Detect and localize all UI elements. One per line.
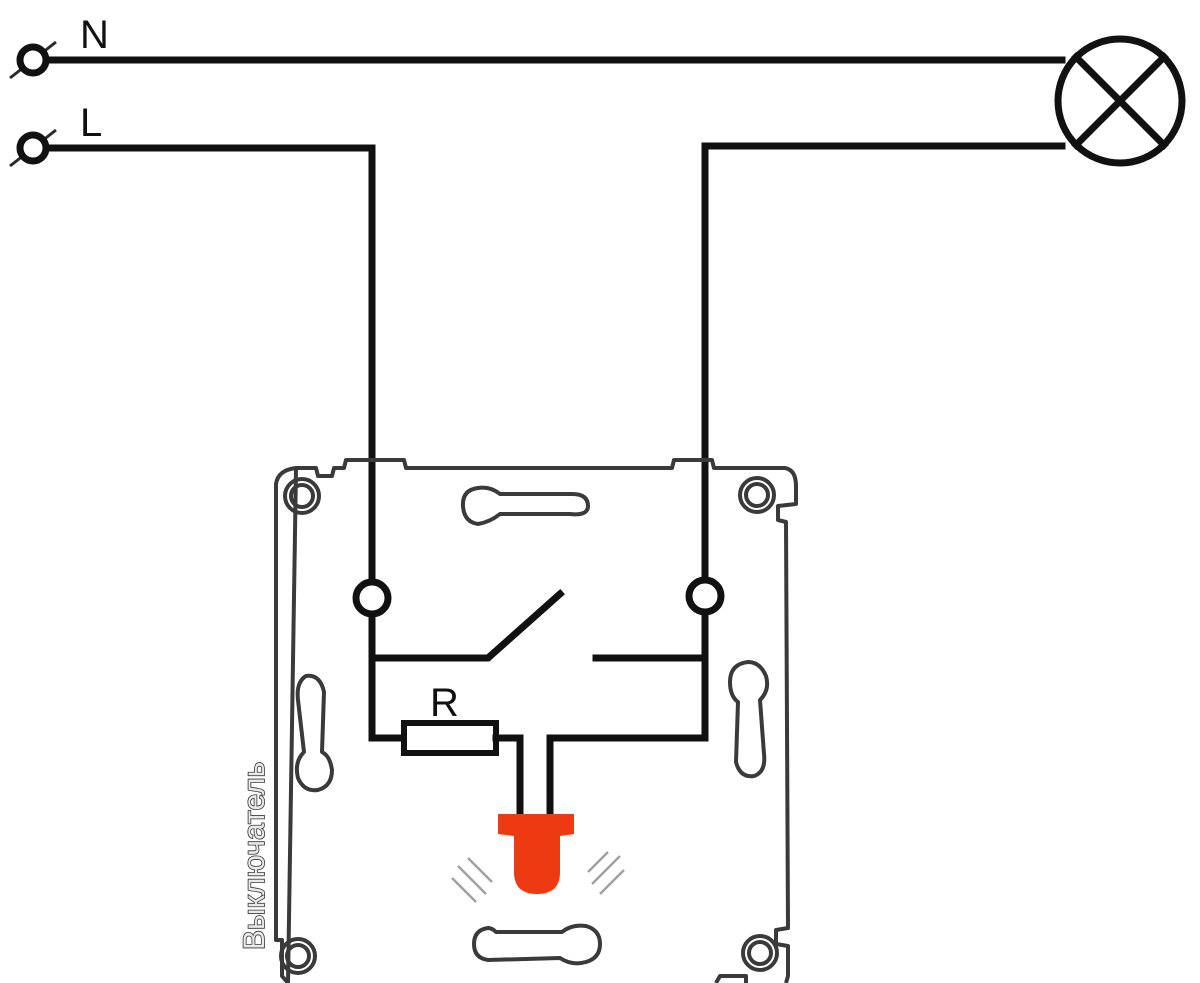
switched-wire [701, 142, 1066, 586]
led-glow-rays [451, 851, 625, 903]
switch-terminal-right [685, 576, 725, 616]
led-indicator-icon [498, 814, 574, 894]
neutral-label: N [80, 13, 109, 57]
line-label: L [80, 101, 102, 145]
resistor-lead-left [368, 654, 408, 742]
led-lead-left [492, 734, 524, 820]
resistor-icon [401, 720, 499, 756]
lamp-icon [1054, 35, 1186, 167]
resistor-label: R [430, 681, 459, 725]
switch-contact-icon [368, 589, 565, 662]
switch-mounting-frame [274, 458, 798, 983]
switch-terminal-left [352, 578, 392, 618]
right-bus [546, 608, 709, 742]
line-terminal [9, 128, 57, 168]
device-caption: Выключатель [238, 762, 271, 950]
line-wire [42, 144, 376, 584]
